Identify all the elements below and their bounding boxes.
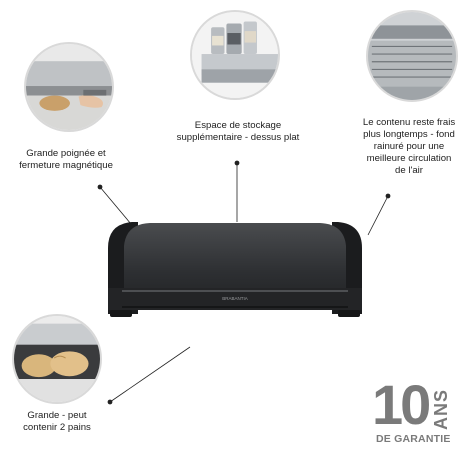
ridged-base-detail-image — [366, 10, 458, 102]
warranty-badge: 10 ANS DE GARANTIE — [372, 377, 462, 455]
bread-capacity-detail-image — [12, 314, 102, 404]
brand-label: BRABANTIA — [222, 296, 248, 301]
fresh-caption: Le contenu reste frais plus longtemps - … — [362, 117, 456, 176]
warranty-unit: ANS — [431, 389, 451, 431]
warranty-years: 10 — [372, 373, 431, 436]
warranty-subtitle: DE GARANTIE — [376, 433, 451, 445]
handle-detail-image — [24, 42, 114, 132]
storage-caption: Espace de stockage supplémentaire - dess… — [176, 120, 300, 143]
bread-bin-product-image: BRABANTIA — [108, 222, 362, 317]
storage-top-detail-image — [190, 10, 280, 100]
handle-caption: Grande poignée et fermeture magnétique — [19, 148, 113, 171]
capacity-caption: Grande - peut contenir 2 pains — [23, 410, 91, 433]
